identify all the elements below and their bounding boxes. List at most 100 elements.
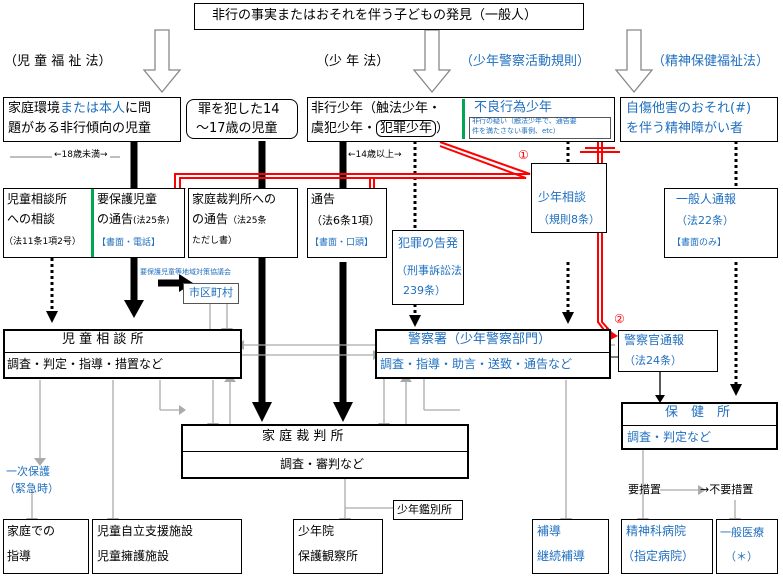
crime-report-text-3: 239条） bbox=[403, 284, 446, 297]
officer-box bbox=[618, 330, 718, 372]
cgc-title: 児 童 相 談 所 bbox=[62, 332, 144, 347]
consult-text-3: （法11条1項2号） bbox=[4, 237, 81, 247]
crime-report-text-2: （刑事訴訟法 bbox=[396, 264, 462, 277]
family-problem-a: 家庭環境 bbox=[8, 101, 61, 116]
notify-text-3: 【書面・電話】 bbox=[97, 238, 161, 248]
temp-protect-1: 一次保護 bbox=[6, 465, 50, 478]
gray-connectors bbox=[31, 304, 736, 520]
crime-report-text-1: 犯罪の告発 bbox=[398, 236, 459, 250]
family-court-tasks: 調査・審判など bbox=[280, 457, 365, 471]
outcome-home-2: 指導 bbox=[7, 549, 32, 563]
delinquent-text-2: 虞犯少年・犯罪少年） bbox=[311, 120, 449, 137]
health-divider bbox=[622, 425, 777, 426]
misconduct-note-2: 件を満たさない事例、etc） bbox=[472, 127, 560, 135]
court-notify-b-small: （法25条 bbox=[228, 216, 267, 226]
delinquent-b: 虞犯少年・ bbox=[311, 121, 377, 136]
self-harm-text-2: を伴う精神障がい者 bbox=[626, 121, 744, 136]
outcome-medical-box bbox=[716, 519, 778, 574]
police-title: 警察署（少年警察部門） bbox=[408, 332, 552, 347]
law-police-rules: （少年警察活動規則） bbox=[460, 54, 591, 69]
court-notify-text-3: ただし書） bbox=[192, 236, 238, 246]
measure-label: 要措置 bbox=[628, 483, 661, 496]
thick-arrowheads bbox=[124, 274, 353, 422]
law-mental-health: （精神保健福祉法） bbox=[652, 54, 770, 69]
council-label: 要保護児童等地域対策協議会 bbox=[140, 268, 231, 276]
hollow-arrow-child-welfare bbox=[142, 29, 182, 94]
circle-marker-1: ① bbox=[518, 148, 529, 162]
outcome-facility-1: 児童自立支援施設 bbox=[97, 524, 194, 538]
misconduct-note-box bbox=[469, 117, 611, 139]
consult-box bbox=[3, 188, 185, 258]
outcome-hospital-box bbox=[621, 519, 713, 574]
no-measure-label: →不要措置 bbox=[700, 483, 754, 496]
outcome-guidance-box bbox=[532, 519, 609, 574]
notify-text-2: の通告(法25条) bbox=[97, 212, 170, 227]
crime14-box bbox=[186, 99, 298, 139]
arrowhead-officer-to-health bbox=[655, 395, 665, 403]
tsuukoku-box bbox=[307, 188, 387, 258]
temp-protect-2: （緊急時） bbox=[4, 482, 59, 495]
crime-report-box bbox=[392, 230, 464, 305]
health-tasks: 調査・判定など bbox=[627, 430, 712, 444]
delinquent-c: 犯罪少年 bbox=[376, 120, 437, 137]
health-box bbox=[621, 402, 778, 450]
hollow-arrow-mental-health bbox=[614, 29, 654, 94]
general-report-box bbox=[664, 188, 778, 258]
notify-b: の通告 bbox=[97, 212, 134, 226]
youth-consult-text-2: （規則8条） bbox=[538, 213, 600, 226]
family-court-title: 家 庭 裁 判 所 bbox=[262, 429, 344, 444]
notify-b-small: (法25条) bbox=[133, 216, 170, 226]
top-title-box bbox=[194, 3, 584, 30]
delinquent-a: 非行少年（触法少年・ bbox=[311, 101, 442, 116]
law-child-welfare: （児 童 福 祉 法） bbox=[4, 54, 112, 69]
law-juvenile: （少 年 法） bbox=[316, 54, 390, 69]
outcome-home-1: 家庭での bbox=[7, 524, 56, 538]
age-under18: ←18歳未満→ bbox=[52, 150, 110, 162]
youth-consult-text-1: 少年相談 bbox=[538, 190, 587, 204]
top-title: 非行の事実またはおそれを伴う子どもの発見（一般人） bbox=[212, 8, 538, 23]
age-over14: ←14歳以上→ bbox=[348, 150, 402, 160]
hollow-arrow-juvenile bbox=[412, 29, 452, 94]
court-notify-text-2: の通告（法25条 bbox=[192, 212, 266, 227]
court-notify-text-1: 家庭裁判所への bbox=[192, 192, 277, 206]
outcome-reform-box bbox=[293, 519, 383, 574]
general-report-text-3: 【書面のみ】 bbox=[672, 238, 727, 248]
outcome-medical-1: 一般医療 bbox=[720, 526, 764, 539]
outcome-facility-2: 児童擁護施設 bbox=[97, 549, 170, 563]
outcome-hospital-2: （指定病院） bbox=[622, 549, 695, 563]
self-harm-text-1: 自傷他害のおそれ(#) bbox=[626, 101, 752, 116]
thick-arrows bbox=[130, 141, 347, 405]
classification-box bbox=[393, 500, 463, 520]
delinquent-divider bbox=[462, 99, 465, 139]
cgc-box bbox=[3, 329, 242, 379]
tsuukoku-text-2: （法6条1項） bbox=[311, 214, 380, 227]
general-report-text-1: 一般人通報 bbox=[676, 192, 737, 206]
family-court-divider bbox=[182, 451, 468, 452]
court-notify-b: の通告 bbox=[192, 212, 229, 226]
police-tasks: 調査・指導・助言・送致・通告など bbox=[380, 357, 573, 371]
outcome-reform-1: 少年院 bbox=[298, 524, 335, 538]
officer-text-2: （法24条） bbox=[624, 354, 682, 367]
outcome-facility-box bbox=[92, 519, 242, 574]
notify-text-1: 要保護児童 bbox=[97, 192, 158, 206]
crime14-text-1: 罪を犯した14 bbox=[198, 102, 280, 117]
self-harm-box bbox=[620, 97, 778, 142]
general-report-text-2: （法22条） bbox=[676, 214, 734, 227]
outcome-guidance-2: 継続補導 bbox=[537, 549, 586, 563]
consult-text-1: 児童相談所 bbox=[7, 192, 68, 206]
police-divider bbox=[376, 352, 610, 353]
family-problem-b: または本人 bbox=[60, 101, 126, 116]
circle-marker-2: ② bbox=[614, 312, 625, 326]
family-problem-c: に問 bbox=[125, 101, 152, 116]
consult-text-2: への相談 bbox=[7, 212, 56, 226]
tsuukoku-text-3: 【書面・口頭】 bbox=[310, 238, 374, 248]
officer-text-1: 警察官通報 bbox=[624, 333, 685, 347]
tsuukoku-text-1: 通告 bbox=[311, 192, 336, 206]
dotted-arrows bbox=[50, 141, 738, 385]
family-problem-text-2: 題がある非行傾向の児童 bbox=[8, 121, 152, 136]
city-text: 市区町村 bbox=[189, 286, 233, 299]
red-arrow-1 bbox=[174, 141, 531, 190]
misconduct-title: 不良行為少年 bbox=[474, 100, 553, 115]
classification-text: 少年鑑別所 bbox=[397, 503, 452, 516]
family-problem-box bbox=[3, 97, 181, 142]
